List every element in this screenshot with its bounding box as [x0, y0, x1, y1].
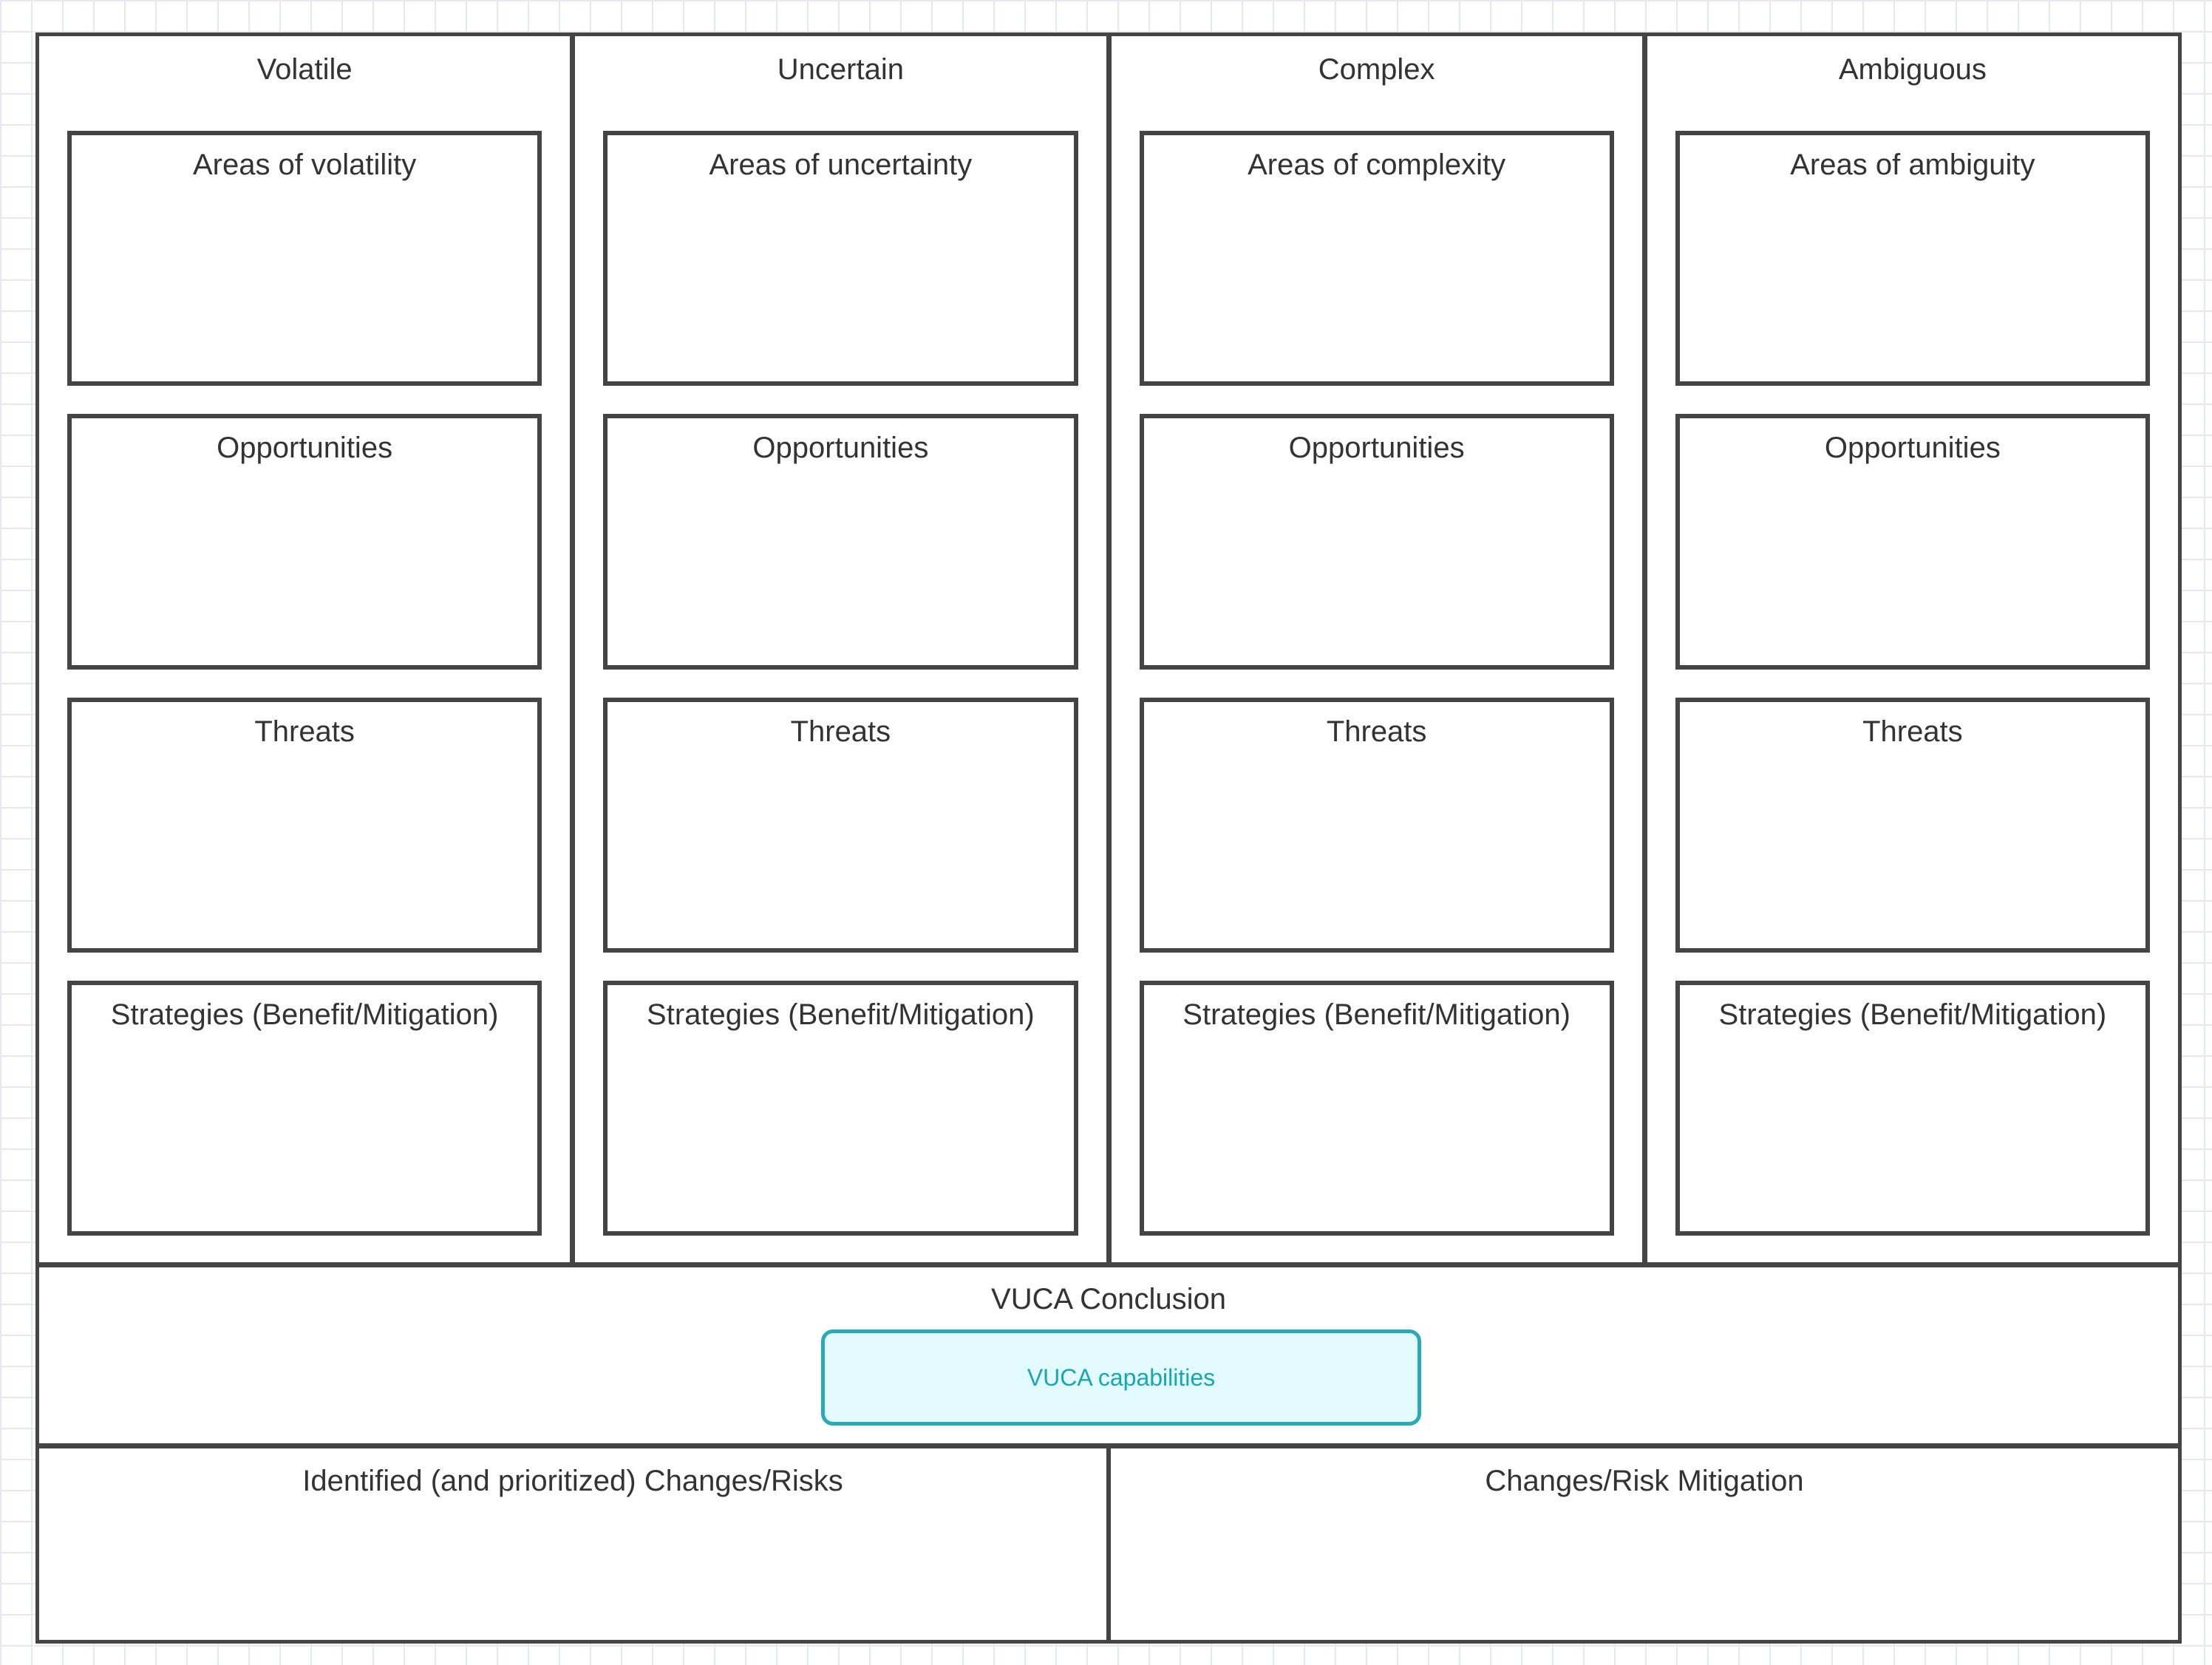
vuca-canvas: Volatile Areas of volatility Opportuniti…: [35, 33, 2182, 1644]
column-title-uncertain: Uncertain: [777, 53, 904, 86]
box-ambiguous-opportunities: Opportunities: [1675, 414, 2150, 670]
box-complex-threats: Threats: [1139, 697, 1614, 953]
box-volatile-threats: Threats: [67, 697, 542, 953]
box-areas-of-complexity: Areas of complexity: [1139, 131, 1614, 387]
changes-risk-mitigation-panel: Changes/Risk Mitigation: [1485, 1465, 1804, 1497]
box-volatile-opportunities: Opportunities: [67, 414, 542, 670]
column-title-volatile: Volatile: [256, 53, 353, 86]
box-uncertain-strategies: Strategies (Benefit/Mitigation): [603, 980, 1078, 1236]
box-areas-of-uncertainty: Areas of uncertainty: [603, 131, 1078, 387]
box-areas-of-ambiguity: Areas of ambiguity: [1675, 131, 2150, 387]
column-ambiguous: Ambiguous Areas of ambiguity Opportuniti…: [1647, 36, 2178, 1262]
column-volatile: Volatile Areas of volatility Opportuniti…: [39, 36, 576, 1262]
box-complex-opportunities: Opportunities: [1139, 414, 1614, 670]
box-ambiguous-strategies: Strategies (Benefit/Mitigation): [1675, 980, 2150, 1236]
box-uncertain-threats: Threats: [603, 697, 1078, 953]
box-areas-of-volatility: Areas of volatility: [67, 131, 542, 387]
box-uncertain-opportunities: Opportunities: [603, 414, 1078, 670]
vuca-capabilities-node[interactable]: VUCA capabilities: [821, 1329, 1421, 1426]
box-ambiguous-threats: Threats: [1675, 697, 2150, 953]
column-title-complex: Complex: [1318, 53, 1435, 86]
column-uncertain: Uncertain Areas of uncertainty Opportuni…: [575, 36, 1112, 1262]
vuca-conclusion-section: VUCA Conclusion VUCA capabilities: [39, 1267, 2178, 1448]
changes-risks-section: Identified (and prioritized) Changes/Ris…: [39, 1448, 2178, 1640]
vuca-conclusion-title: VUCA Conclusion: [991, 1283, 1226, 1315]
vuca-columns: Volatile Areas of volatility Opportuniti…: [39, 36, 2178, 1267]
box-volatile-strategies: Strategies (Benefit/Mitigation): [67, 980, 542, 1236]
identified-changes-risks-panel: Identified (and prioritized) Changes/Ris…: [39, 1448, 1111, 1640]
box-complex-strategies: Strategies (Benefit/Mitigation): [1139, 980, 1614, 1236]
column-title-ambiguous: Ambiguous: [1838, 53, 1987, 86]
column-complex: Complex Areas of complexity Opportunitie…: [1112, 36, 1647, 1262]
